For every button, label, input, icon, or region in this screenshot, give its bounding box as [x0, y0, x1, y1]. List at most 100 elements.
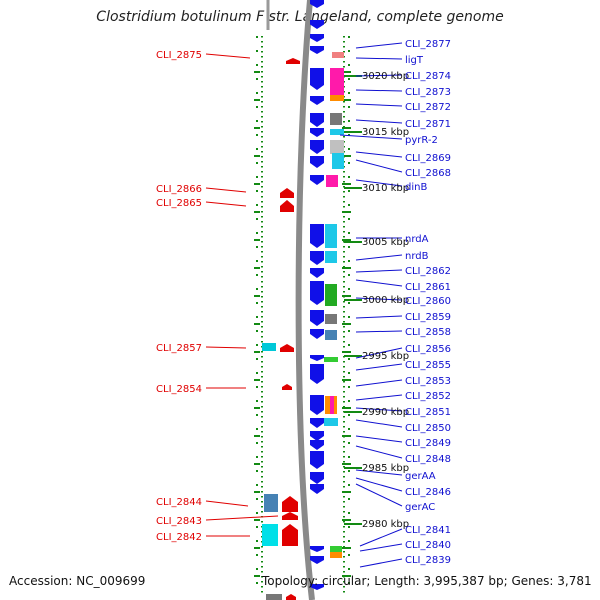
- guide-dot: [261, 176, 263, 178]
- guide-dot: [256, 218, 258, 220]
- guide-dot: [348, 568, 350, 570]
- guide-dot: [343, 381, 345, 383]
- leader-line: [355, 119, 403, 124]
- guide-dot: [256, 64, 258, 66]
- guide-dot: [261, 131, 263, 133]
- guide-tick: [254, 267, 260, 269]
- guide-dot: [343, 591, 345, 593]
- tick-layer: [254, 36, 362, 593]
- guide-tick: [342, 267, 351, 269]
- reverse-gene-arrow: [310, 175, 324, 185]
- guide-dot: [256, 344, 258, 346]
- guide-tick: [342, 379, 351, 381]
- guide-dot: [261, 466, 263, 468]
- guide-dot: [261, 416, 263, 418]
- gene-block: [325, 314, 337, 324]
- guide-dot: [261, 136, 263, 138]
- guide-tick: [342, 99, 351, 101]
- guide-dot: [343, 246, 345, 248]
- left-gene-label: CLI_2854: [156, 384, 202, 395]
- gene-block: [324, 418, 338, 426]
- guide-dot: [348, 344, 350, 346]
- guide-dot: [256, 316, 258, 318]
- guide-dot: [261, 506, 263, 508]
- reverse-gene-arrow: [310, 546, 324, 552]
- guide-dot: [261, 36, 263, 38]
- guide-dot: [348, 148, 350, 150]
- guide-dot: [261, 116, 263, 118]
- guide-dot: [256, 162, 258, 164]
- guide-dot: [348, 386, 350, 388]
- guide-dot: [261, 91, 263, 93]
- leader-line: [205, 53, 251, 59]
- leader-line: [355, 477, 403, 492]
- guide-dot: [256, 120, 258, 122]
- right-gene-label: CLI_2871: [405, 119, 451, 130]
- guide-dot: [261, 501, 263, 503]
- guide-dot: [261, 426, 263, 428]
- guide-dot: [343, 346, 345, 348]
- guide-dot: [343, 556, 345, 558]
- guide-dot: [261, 241, 263, 243]
- guide-tick: [342, 435, 351, 437]
- guide-dot: [343, 51, 345, 53]
- guide-tick: [254, 183, 260, 185]
- guide-tick: [342, 211, 351, 213]
- guide-dot: [343, 46, 345, 48]
- leader-line: [355, 435, 403, 443]
- right-gene-label: nrdA: [405, 234, 429, 245]
- leader-line: [355, 269, 403, 273]
- guide-dot: [348, 36, 350, 38]
- guide-dot: [261, 166, 263, 168]
- right-gene-label: gerAC: [405, 502, 435, 513]
- guide-dot: [343, 541, 345, 543]
- gene-block: [264, 494, 278, 512]
- leader-line: [359, 528, 403, 547]
- guide-dot: [261, 61, 263, 63]
- guide-dot: [343, 316, 345, 318]
- reverse-gene-arrow: [310, 224, 324, 248]
- leader-line: [355, 469, 403, 476]
- left-gene-label: CLI_2857: [156, 343, 202, 354]
- reverse-gene-arrow: [310, 440, 324, 450]
- leader-line: [355, 74, 403, 77]
- guide-dot: [261, 511, 263, 513]
- guide-dot: [343, 441, 345, 443]
- right-gene-label: CLI_2861: [405, 282, 451, 293]
- guide-dot: [256, 106, 258, 108]
- guide-dot: [348, 162, 350, 164]
- guide-dot: [343, 401, 345, 403]
- reverse-gene-arrow: [310, 584, 324, 590]
- guide-dot: [256, 190, 258, 192]
- guide-dot: [256, 554, 258, 556]
- reverse-gene-arrow: [310, 472, 324, 484]
- guide-dot: [343, 191, 345, 193]
- guide-dot: [261, 201, 263, 203]
- right-gene-label: CLI_2868: [405, 168, 451, 179]
- gene-block: [262, 343, 276, 351]
- guide-dot: [348, 218, 350, 220]
- guide-dot: [343, 546, 345, 548]
- right-gene-label: CLI_2855: [405, 360, 451, 371]
- guide-dot: [261, 101, 263, 103]
- guide-dot: [261, 111, 263, 113]
- leader-line: [355, 347, 403, 359]
- reverse-gene-arrow: [310, 281, 324, 305]
- guide-dot: [343, 236, 345, 238]
- forward-gene-arrow: [280, 344, 294, 352]
- guide-dot: [348, 64, 350, 66]
- guide-tick: [254, 155, 260, 157]
- guide-dot: [261, 521, 263, 523]
- leader-line: [355, 151, 403, 158]
- reverse-gene-arrow: [310, 418, 324, 428]
- guide-dot: [261, 171, 263, 173]
- guide-dot: [348, 92, 350, 94]
- guide-dot: [256, 232, 258, 234]
- reverse-gene-arrow: [310, 329, 324, 339]
- right-gene-label: CLI_2860: [405, 296, 451, 307]
- guide-dot: [343, 101, 345, 103]
- guide-dot: [261, 66, 263, 68]
- right-gene-label: CLI_2839: [405, 555, 451, 566]
- gene-block: [330, 68, 344, 96]
- guide-dot: [343, 536, 345, 538]
